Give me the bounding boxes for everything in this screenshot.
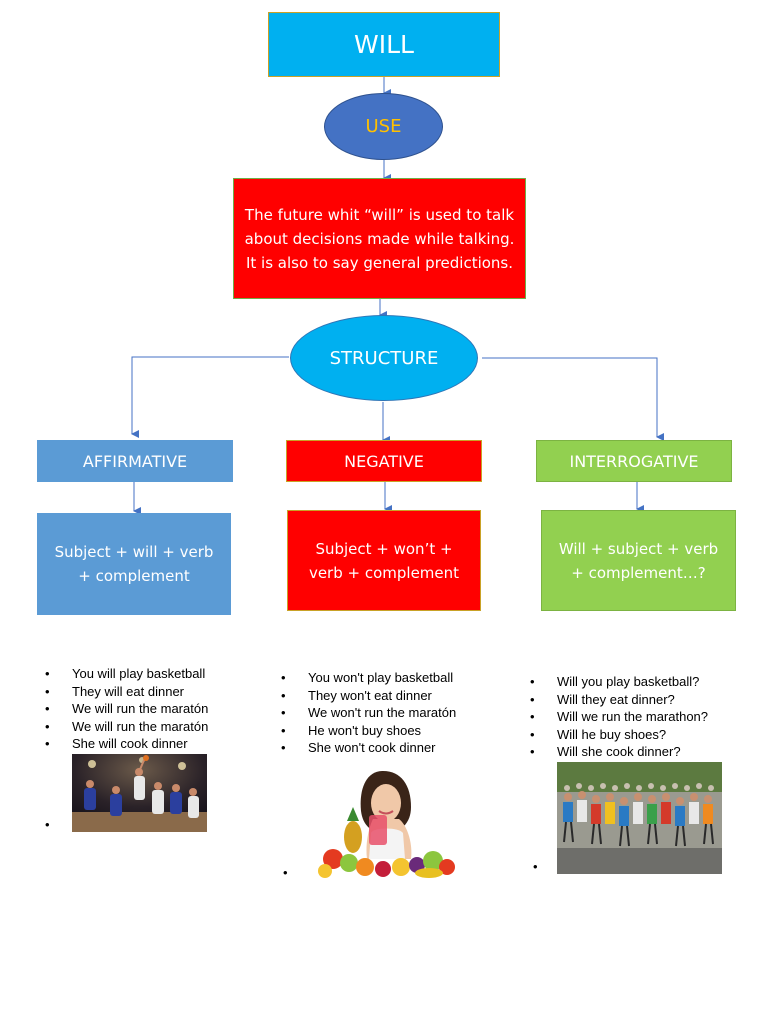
list-item: You will play basketball	[45, 665, 208, 683]
interrogative-formula: Will + subject + verb + complement…?	[541, 510, 736, 611]
use-description-box: The future whit “will” is used to talk a…	[233, 178, 526, 299]
interrogative-image-bullet: •	[533, 859, 538, 874]
negative-heading: NEGATIVE	[286, 440, 482, 482]
list-item: She will cook dinner	[45, 735, 208, 753]
affirmative-formula: Subject + will + verb + complement	[37, 513, 231, 615]
list-item: They won't eat dinner	[281, 687, 456, 705]
basketball-players-photo	[72, 754, 207, 832]
negative-image-bullet: •	[283, 865, 288, 880]
negative-examples: You won't play basketball They won't eat…	[281, 669, 456, 757]
affirmative-examples: You will play basketball They will eat d…	[45, 665, 208, 753]
list-item: Will she cook dinner?	[530, 743, 708, 761]
structure-label: STRUCTURE	[329, 347, 439, 369]
list-item: We won't run the maratón	[281, 704, 456, 722]
list-item: Will they eat dinner?	[530, 691, 708, 709]
interrogative-formula-text: Will + subject + verb + complement…?	[558, 539, 719, 582]
list-item: Will we run the marathon?	[530, 708, 708, 726]
connector-structure-interrogative	[482, 357, 664, 441]
negative-heading-text: NEGATIVE	[344, 451, 424, 471]
list-item: He won't buy shoes	[281, 722, 456, 740]
interrogative-heading-text: INTERROGATIVE	[569, 451, 699, 471]
list-item: We will run the maratón	[45, 700, 208, 718]
affirmative-heading: AFFIRMATIVE	[37, 440, 233, 482]
marathon-runners-photo	[557, 762, 722, 874]
use-ellipse: USE	[324, 93, 443, 160]
affirmative-formula-text: Subject + will + verb + complement	[54, 543, 214, 585]
title-box: WILL	[268, 12, 500, 77]
woman-with-fruit-photo	[313, 763, 462, 881]
list-item: Will you play basketball?	[530, 673, 708, 691]
interrogative-heading: INTERROGATIVE	[536, 440, 732, 482]
title-text: WILL	[354, 30, 414, 59]
use-description-text: The future whit “will” is used to talk a…	[244, 205, 515, 272]
list-item: They will eat dinner	[45, 683, 208, 701]
negative-formula-text: Subject + won’t + verb + complement	[308, 539, 460, 582]
structure-ellipse: STRUCTURE	[290, 315, 478, 401]
list-item: Will he buy shoes?	[530, 726, 708, 744]
list-item: You won't play basketball	[281, 669, 456, 687]
affirmative-image-bullet: •	[45, 817, 50, 832]
connector-structure-affirmative	[131, 356, 289, 438]
use-label: USE	[365, 116, 402, 137]
negative-formula: Subject + won’t + verb + complement	[287, 510, 481, 611]
interrogative-examples: Will you play basketball? Will they eat …	[530, 673, 708, 761]
list-item: We will run the maratón	[45, 718, 208, 736]
list-item: She won't cook dinner	[281, 739, 456, 757]
affirmative-heading-text: AFFIRMATIVE	[82, 451, 188, 471]
